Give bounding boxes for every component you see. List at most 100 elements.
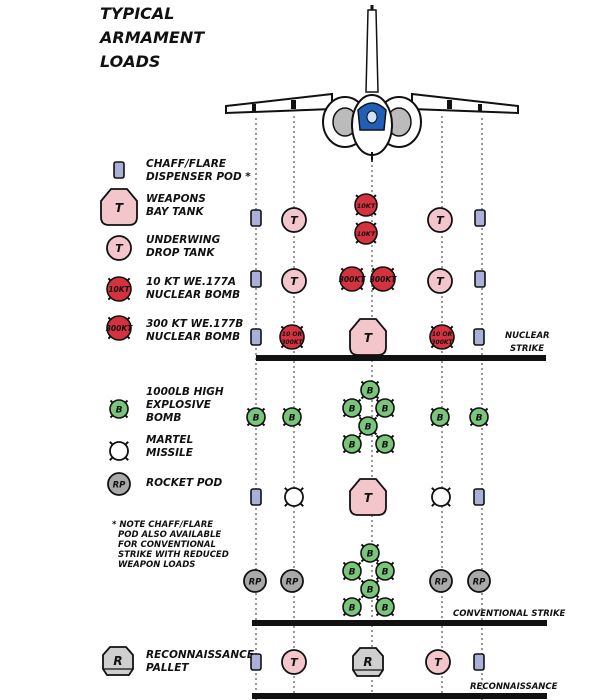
weapons-bay-tank-icon: T <box>349 318 387 356</box>
bomb-yield-label: 10KT <box>108 285 130 294</box>
title-line-3: LOADS <box>100 52 160 71</box>
legend-10kt-bomb-label-1: 10 KT WE.177A <box>146 276 236 288</box>
rocket-pod-label: RP <box>473 578 487 588</box>
he-bomb-label: B <box>365 423 372 433</box>
legend-chaff-flare-label-1: CHAFF/FLARE <box>146 158 227 170</box>
note-line-3: FOR CONVENTIONAL <box>118 540 216 550</box>
legend-recon-pallet-label-1: RECONNAISSANCE <box>146 649 255 661</box>
reconnaissance-divider <box>252 693 547 699</box>
he-bomb-label: B <box>116 406 123 416</box>
300kt-bomb-icon: 300KT <box>370 266 397 292</box>
he-bomb-label: B <box>382 405 389 415</box>
tank-label: T <box>290 656 299 669</box>
drop-tank-icon: T <box>281 268 307 294</box>
weapons-bay-tank-icon: T <box>100 188 138 226</box>
he-bomb-icon: B <box>375 434 395 454</box>
10kt-bomb-icon: 10KT <box>354 193 378 217</box>
chaff-flare-pod-icon <box>474 209 486 227</box>
he-bomb-label: B <box>367 387 374 397</box>
legend-chaff-flare-label-2: DISPENSER POD * <box>146 171 251 183</box>
drop-tank-icon: T <box>281 649 307 675</box>
he-bomb-label: B <box>349 441 356 451</box>
chaff-flare-pod-icon <box>250 270 262 288</box>
legend-recon-pallet-label-2: PALLET <box>146 662 189 674</box>
300kt-bomb-icon: 300KT <box>339 266 366 292</box>
tank-label: T <box>434 656 443 669</box>
martel-missile-icon <box>109 441 129 461</box>
he-bomb-icon: B <box>342 561 362 581</box>
he-bomb-label: B <box>349 568 356 578</box>
he-bomb-icon: B <box>342 434 362 454</box>
tank-label: T <box>436 275 445 288</box>
he-bomb-icon: B <box>375 561 395 581</box>
rocket-pod-icon: RP <box>467 569 491 593</box>
aircraft-front-view <box>225 5 519 162</box>
he-bomb-icon: B <box>342 398 362 418</box>
chaff-flare-note: * NOTE CHAFF/FLARE POD ALSO AVAILABLE FO… <box>112 520 229 570</box>
nuclear-strike-label-2: STRIKE <box>510 344 544 354</box>
he-bomb-icon: B <box>430 407 450 427</box>
nuclear-strike-divider <box>256 355 546 361</box>
10kt-bomb-icon: 10KT <box>354 221 378 245</box>
rocket-pod-icon: RP <box>107 472 131 496</box>
he-bomb-label: B <box>382 568 389 578</box>
chaff-flare-pod-icon <box>250 653 262 671</box>
chaff-flare-pod-icon <box>473 653 485 671</box>
bomb-yield-label: 300KT <box>370 275 397 284</box>
legend-rocket-pod-label: ROCKET POD <box>146 477 222 489</box>
he-bomb-label: B <box>367 550 374 560</box>
chaff-flare-pod-icon <box>250 209 262 227</box>
rocket-pod-icon: RP <box>280 569 304 593</box>
title-line-2: ARMAMENT <box>98 28 205 47</box>
he-bomb-icon: B <box>360 579 380 599</box>
chaff-flare-pod-icon <box>474 270 486 288</box>
chaff-flare-pod-icon <box>250 328 262 346</box>
he-bomb-icon: B <box>375 597 395 617</box>
note-line-5: WEAPON LOADS <box>118 560 195 570</box>
inner-right-pylon <box>447 100 452 109</box>
legend-underwing-tank-label-1: UNDERWING <box>146 234 221 246</box>
legend-300kt-bomb-label-2: NUCLEAR BOMB <box>146 331 240 343</box>
chaff-flare-pod-icon <box>473 488 485 506</box>
he-bomb-icon: B <box>342 597 362 617</box>
he-bomb-label: B <box>382 604 389 614</box>
he-bomb-icon: B <box>375 398 395 418</box>
legend-weapons-bay-tank-label-1: WEAPONS <box>146 193 206 205</box>
recon-pallet-icon: R <box>102 646 134 676</box>
legend-10kt-bomb-label-2: NUCLEAR BOMB <box>146 289 240 301</box>
he-bomb-label: B <box>367 586 374 596</box>
rocket-pod-icon: RP <box>429 569 453 593</box>
legend-martel-label-1: MARTEL <box>146 434 193 446</box>
he-bomb-icon: B <box>360 543 380 563</box>
he-bomb-label: B <box>349 405 356 415</box>
he-bomb-icon: B <box>358 416 378 436</box>
outer-right-pylon <box>478 104 482 111</box>
he-bomb-icon: B <box>246 407 266 427</box>
legend-martel-label-2: MISSILE <box>146 447 194 459</box>
conventional-strike-divider <box>252 620 547 626</box>
rocket-pod-label: RP <box>113 481 127 491</box>
300kt-bomb-icon: 300KT <box>106 315 133 341</box>
bay-tank-label: T <box>364 331 373 345</box>
he-bomb-label: B <box>349 604 356 614</box>
reconnaissance-label: RECONNAISSANCE <box>470 682 558 692</box>
legend-weapons-bay-tank-label-2: BAY TANK <box>146 206 204 218</box>
bomb-yield-label: 300KT <box>106 324 133 333</box>
martel-missile-icon <box>431 487 451 507</box>
conventional-strike-label: CONVENTIONAL STRIKE <box>453 609 566 619</box>
chaff-flare-pod-icon <box>113 161 125 179</box>
legend-he-bomb-label-3: BOMB <box>146 412 181 424</box>
recon-pallet-icon: R <box>352 647 384 677</box>
he-bomb-icon: B <box>469 407 489 427</box>
he-bomb-label: B <box>476 414 483 424</box>
bomb-yield-label: 300KT <box>281 339 303 346</box>
he-bomb-icon: B <box>282 407 302 427</box>
title: TYPICAL ARMAMENT LOADS <box>98 4 205 71</box>
note-line-2: POD ALSO AVAILABLE <box>118 530 221 540</box>
he-bomb-label: B <box>382 441 389 451</box>
outer-left-pylon <box>252 104 256 111</box>
he-bomb-label: B <box>289 414 296 424</box>
